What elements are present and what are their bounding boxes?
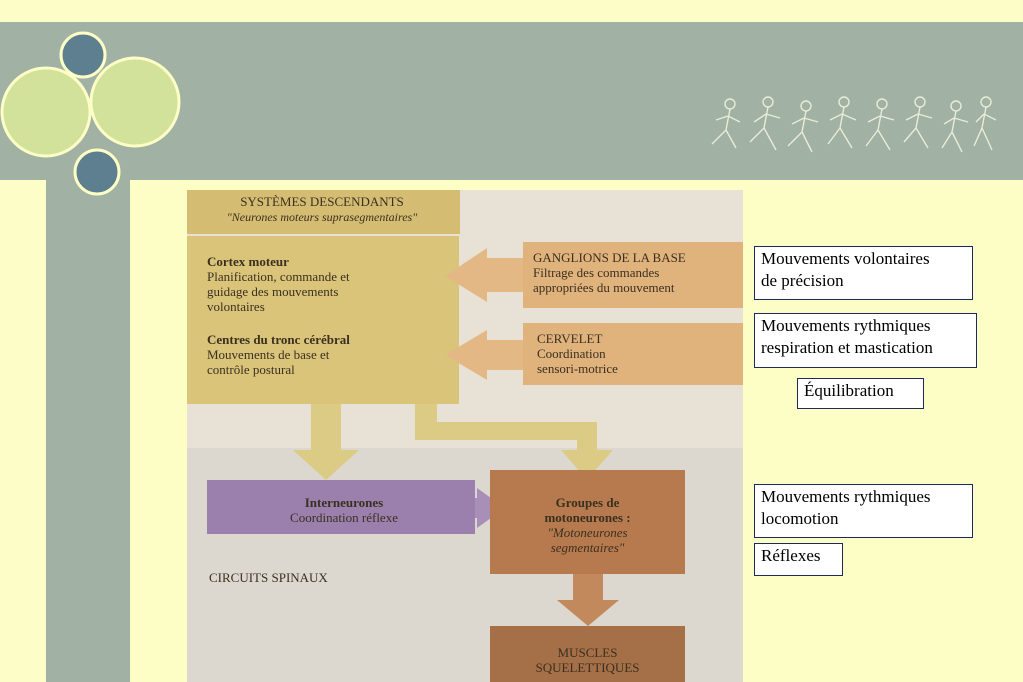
- tronc-text: Centres du tronc cérébral Mouvements de …: [207, 332, 427, 377]
- interneurones-text: Interneurones Coordination réflexe: [209, 495, 479, 525]
- label-reflexes: Réflexes: [754, 543, 843, 576]
- interneurones-heading: Interneurones: [304, 495, 384, 510]
- cervelet-box: [523, 323, 743, 385]
- label-resp-line2: respiration et mastication: [761, 338, 933, 357]
- diagram-title: SYSTÈMES DESCENDANTS: [240, 194, 404, 209]
- groupes-text: Groupes de motoneurones : "Motoneurones …: [490, 495, 685, 555]
- running-figures-icon: [711, 96, 997, 153]
- motor-system-diagram: SYSTÈMES DESCENDANTS "Neurones moteurs s…: [187, 190, 743, 682]
- label-mouvements-volontaires: Mouvements volontaires de précision: [754, 246, 973, 300]
- title-box: [187, 190, 460, 234]
- diagram-subtitle: "Neurones moteurs suprasegmentaires": [226, 210, 418, 224]
- muscles-box: [490, 626, 685, 682]
- ganglions-text: GANGLIONS DE LA BASE Filtrage des comman…: [533, 250, 743, 295]
- cortex-heading: Cortex moteur: [207, 254, 289, 269]
- interneurones-box: [207, 480, 475, 534]
- decorative-circles-icon: [0, 31, 181, 196]
- label-volontaires-line2: de précision: [761, 271, 844, 290]
- descending-systems-box: [187, 236, 459, 404]
- ganglions-heading: GANGLIONS DE LA BASE: [533, 250, 686, 265]
- groupes-heading1: Groupes de: [555, 495, 620, 510]
- groupes-box: [490, 470, 685, 574]
- label-volontaires-line1: Mouvements volontaires: [761, 249, 930, 268]
- groupes-heading2: motoneurones :: [544, 510, 631, 525]
- left-strip: [46, 180, 130, 682]
- cortex-line3: volontaires: [207, 299, 265, 314]
- arrow-ganglions: [445, 248, 523, 302]
- cortex-text: Cortex moteur Planification, commande et…: [207, 254, 427, 314]
- ganglions-box: [523, 242, 743, 308]
- label-loco-line1: Mouvements rythmiques: [761, 487, 931, 506]
- interneurones-line1: Coordination réflexe: [290, 510, 398, 525]
- arrow-cervelet: [445, 330, 523, 380]
- tronc-line2: contrôle postural: [207, 362, 295, 377]
- label-loco-line2: locomotion: [761, 509, 839, 528]
- cervelet-line1: Coordination: [537, 346, 606, 361]
- label-resp-line1: Mouvements rythmiques: [761, 316, 931, 335]
- cervelet-text: CERVELET Coordination sensori-motrice: [537, 331, 737, 376]
- groupes-line2: segmentaires": [550, 540, 625, 555]
- cervelet-heading: CERVELET: [537, 331, 603, 346]
- label-equilibration: Équilibration: [797, 378, 924, 409]
- top-band: [0, 0, 1023, 22]
- muscles-text: MUSCLES SQUELETTIQUES: [490, 645, 685, 675]
- cervelet-line2: sensori-motrice: [537, 361, 618, 376]
- left-margin: [0, 180, 46, 682]
- muscles-line1: MUSCLES: [557, 645, 618, 660]
- connector-arrow-groupes: [415, 404, 613, 480]
- diagram-shapes: [187, 190, 743, 682]
- ganglions-line1: Filtrage des commandes: [533, 265, 660, 280]
- tronc-heading: Centres du tronc cérébral: [207, 332, 350, 347]
- tronc-line1: Mouvements de base et: [207, 347, 330, 362]
- label-mouvements-rythmiques-locomotion: Mouvements rythmiques locomotion: [754, 484, 973, 538]
- muscles-line2: SQUELETTIQUES: [535, 660, 640, 675]
- ganglions-line2: appropriées du mouvement: [533, 280, 675, 295]
- arrow-to-interneurones: [293, 404, 359, 480]
- groupes-line1: "Motoneurones: [547, 525, 628, 540]
- cortex-line1: Planification, commande et: [207, 269, 350, 284]
- arrow-to-muscles: [557, 574, 619, 626]
- label-mouvements-rythmiques-respiration: Mouvements rythmiques respiration et mas…: [754, 313, 977, 368]
- cortex-line2: guidage des mouvements: [207, 284, 339, 299]
- circuits-spinaux-label: CIRCUITS SPINAUX: [209, 570, 328, 585]
